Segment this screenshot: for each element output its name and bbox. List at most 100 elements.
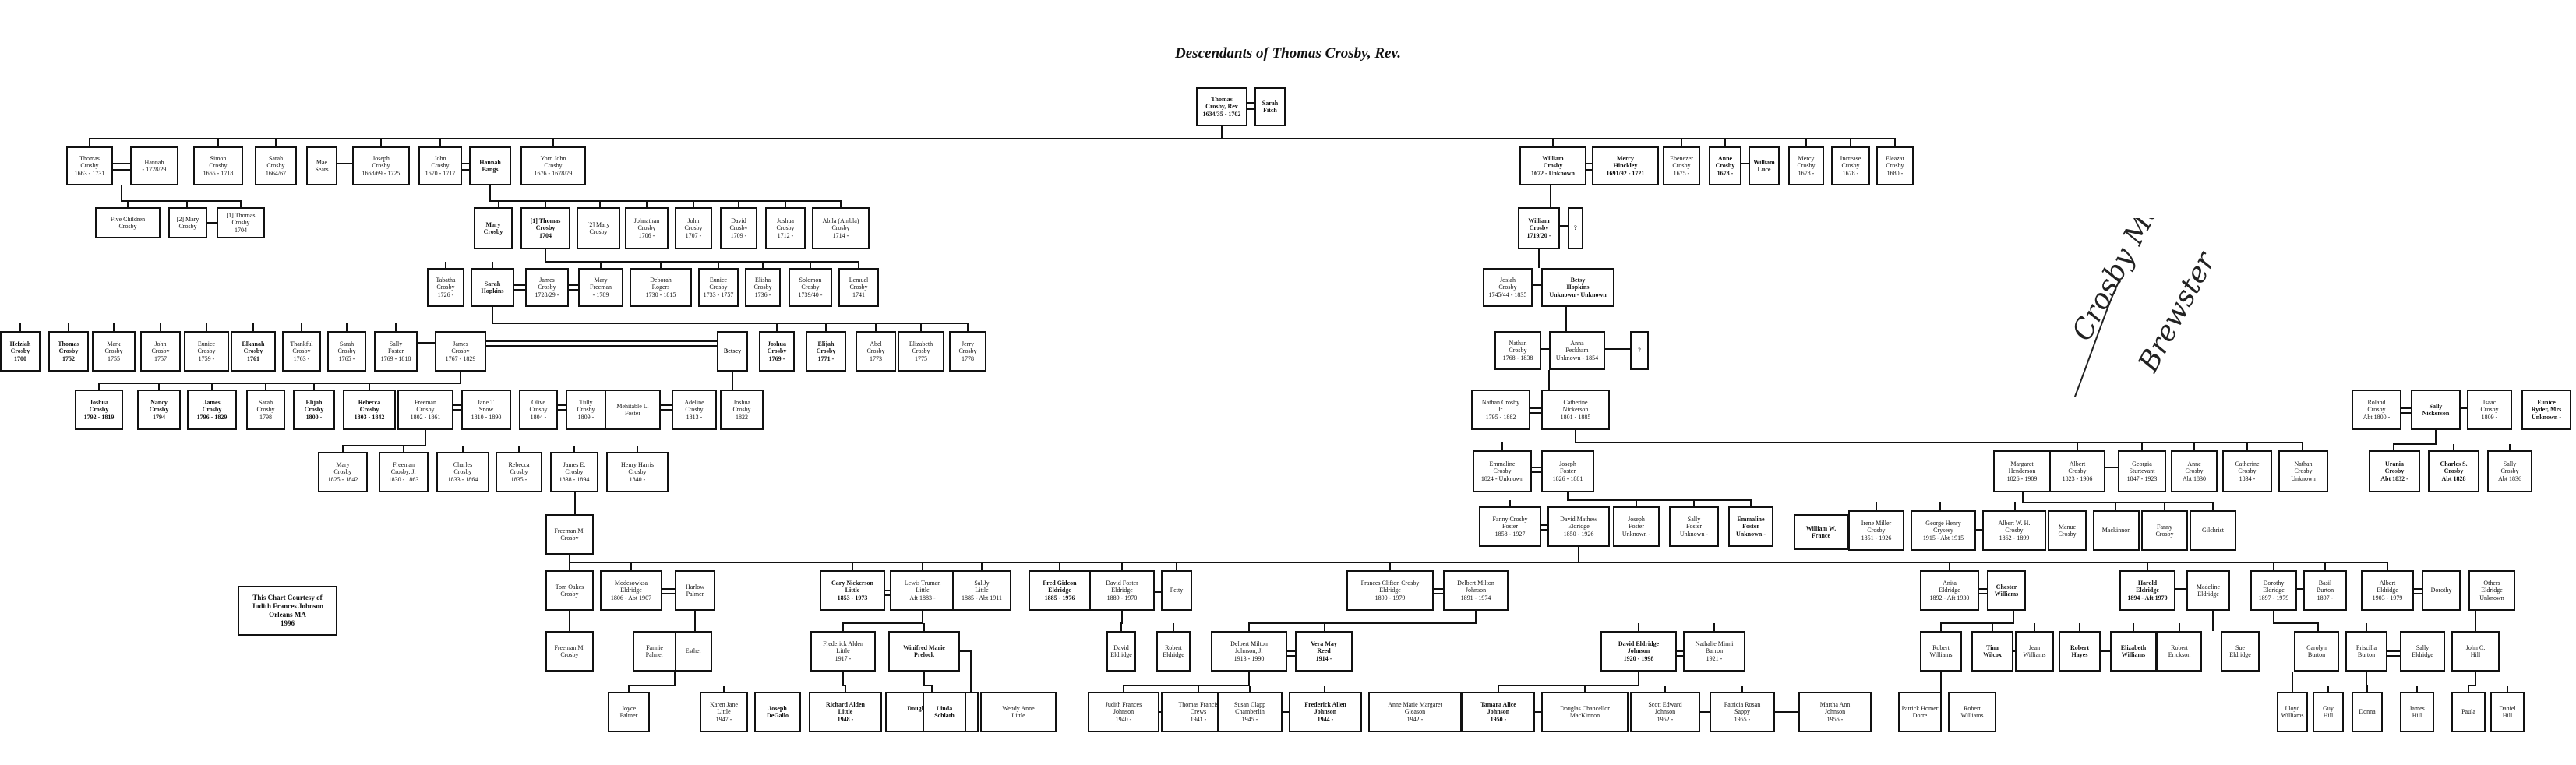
person-box: [1] Thomas Crosby 1704: [217, 207, 265, 238]
person-box: Tamara Alice Johnson 1950 -: [1462, 692, 1535, 732]
person-box: Sarah Crosby 1765 -: [327, 331, 366, 372]
person-box: [1] Thomas Crosby 1704: [520, 207, 570, 249]
person-box: Isaac Crosby 1809 -: [2467, 390, 2512, 430]
person-box: David Mathew Eldridge 1850 - 1926: [1547, 506, 1610, 547]
courtesy-note: This Chart Courtesy of Judith Frances Jo…: [238, 586, 337, 636]
person-box: Anne Crosby Abt 1830: [2171, 450, 2218, 492]
person-box: Fannie Palmer: [633, 631, 676, 672]
person-box: Robert Eldridge: [1156, 631, 1191, 672]
person-box: Donna: [2352, 692, 2383, 732]
person-box: Mary Freeman - 1789: [578, 268, 623, 307]
person-box: Henry Harris Crosby 1840 -: [606, 452, 669, 492]
person-box: Elijah Crosby 1771 -: [806, 331, 846, 372]
person-box: Tabatha Crosby 1726 -: [427, 268, 464, 307]
person-box: Thomas Crosby 1752: [48, 331, 89, 372]
person-box: Irene Miller Crosby 1851 - 1926: [1848, 510, 1904, 551]
person-box: Hannah Bangs: [469, 146, 511, 185]
person-box: Increase Crosby 1678 -: [1831, 146, 1870, 185]
person-box: Elizabeth Crosby 1775: [898, 331, 944, 372]
person-box: Albert Eldridge 1903 - 1979: [2361, 570, 2414, 611]
connector-line: [489, 185, 842, 207]
person-box: William W. France: [1794, 514, 1848, 550]
person-box: Sarah Crosby 1664/67: [255, 146, 297, 185]
person-box: James Crosby 1728/29 -: [525, 268, 569, 307]
person-box: Joshua Crosby 1822: [720, 390, 764, 430]
connector-line: [1498, 672, 1639, 692]
person-box: Roland Crosby Abt 1800 -: [2352, 390, 2401, 430]
person-box: Sarah Fitch: [1254, 87, 1286, 126]
connector-line: [570, 547, 1579, 563]
person-box: Sally Eldridge: [2400, 631, 2445, 672]
connector-line: [628, 672, 676, 692]
person-box: John Crosby 1707 -: [675, 207, 712, 249]
person-box: Mae Sears: [306, 146, 337, 185]
person-box: Emmaline Crosby 1824 - Unknown: [1473, 450, 1532, 492]
person-box: Petty: [1161, 570, 1192, 611]
person-box: Freeman M. Crosby: [545, 631, 594, 672]
connector-line: [1222, 138, 1896, 146]
person-box: Manue Crosby: [2048, 510, 2087, 551]
connector-line: [1579, 562, 2388, 570]
person-box: Abila (Ambla) Crosby 1714 -: [812, 207, 870, 249]
person-box: Judith Frances Johnson 1940 -: [1088, 692, 1159, 732]
person-box: Lloyd Williams: [2277, 692, 2308, 732]
connector-line: [89, 126, 1223, 146]
person-box: Rebecca Crosby 1835 -: [496, 452, 542, 492]
person-box: Daniel Hill: [2490, 692, 2525, 732]
connector-line: [923, 672, 933, 692]
connector-line: [842, 611, 923, 631]
person-box: Nathalie Minni Barron 1921 -: [1683, 631, 1745, 672]
person-box: Margaret Henderson 1826 - 1909: [1993, 450, 2051, 492]
person-box: Madeline Eldridge: [2186, 570, 2230, 611]
person-box: James E. Crosby 1838 - 1894: [550, 452, 598, 492]
person-box: Hannah - 1728/29: [130, 146, 178, 185]
person-box: Emmaline Foster Unknown -: [1728, 506, 1773, 547]
person-box: Gilchrist: [2190, 510, 2236, 551]
person-box: Five Children Crosby: [95, 207, 161, 238]
person-box: Adeline Crosby 1813 -: [672, 390, 717, 430]
person-box: Sarah Hopkins: [471, 268, 514, 307]
connector-line: [1575, 430, 2303, 450]
person-box: Tully Crosby 1809 -: [566, 390, 606, 430]
person-box: Frederick Allen Johnson 1944 -: [1289, 692, 1362, 732]
person-box: Johnathan Crosby 1706 -: [625, 207, 669, 249]
connector-line: [1123, 672, 1250, 692]
person-box: [2] Mary Crosby: [168, 207, 207, 238]
person-box: Joshua Crosby 1769 -: [759, 331, 795, 372]
person-box: Thomas Crosby, Rev 1634/35 - 1702: [1196, 87, 1247, 126]
person-box: Nathan Crosby 1768 - 1838: [1494, 331, 1541, 370]
person-box: Anita Eldridge 1892 - Aft 1930: [1920, 570, 1979, 611]
person-box: Elizabeth Williams: [2110, 631, 2157, 672]
person-box: Thomas Crosby 1663 - 1731: [66, 146, 113, 185]
person-box: Elisha Crosby 1736 -: [745, 268, 781, 307]
person-box: David Crosby 1709 -: [720, 207, 757, 249]
person-box: Robert Hayes: [2059, 631, 2101, 672]
connector-line: [1940, 611, 2014, 631]
person-box: Joseph Foster 1826 - 1881: [1541, 450, 1594, 492]
person-box: Mercy Crosby 1678 -: [1788, 146, 1824, 185]
connector-line: [342, 430, 426, 452]
person-box: Nancy Crosby 1794: [137, 390, 181, 430]
person-box: Nathan Crosby Unknown: [2278, 450, 2328, 492]
person-box: Harold Eldridge 1894 - Aft 1970: [2119, 570, 2175, 611]
person-box: Charles S. Crosby Abt 1828: [2428, 450, 2479, 492]
person-box: Solomon Crosby 1739/40 -: [789, 268, 832, 307]
person-box: Deborah Rogers 1730 - 1815: [630, 268, 692, 307]
person-box: Joseph Foster Unknown -: [1613, 506, 1660, 547]
connector-line: [121, 185, 242, 207]
person-box: James Crosby 1796 - 1829: [187, 390, 237, 430]
person-box: Douglas Chancellor MacKinnon: [1541, 692, 1629, 732]
person-box: Eunice Ryder, Mrs Unknown -: [2521, 390, 2571, 430]
person-box: Chester Williams: [1987, 570, 2026, 611]
person-box: Urania Crosby Abt 1832 -: [2369, 450, 2420, 492]
person-box: John C. Hill: [2451, 631, 2500, 672]
person-box: Abel Crosby 1773: [856, 331, 896, 372]
person-box: Jane T. Snow 1810 - 1890: [461, 390, 511, 430]
person-box: Fanny Crosby: [2141, 510, 2188, 551]
person-box: Sally Crosby Abt 1836: [2487, 450, 2532, 492]
connector-line: [545, 249, 859, 268]
connector-line: [1567, 492, 1752, 506]
connector-line: [2366, 672, 2368, 692]
person-box: Albert W. H. Crosby 1862 - 1899: [1982, 510, 2046, 551]
person-box: Delbert Milton Johnson, Jr 1913 - 1990: [1211, 631, 1287, 672]
